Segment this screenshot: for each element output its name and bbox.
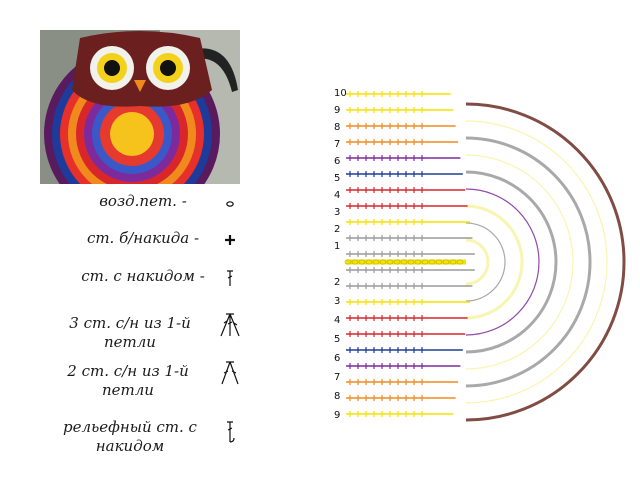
two-dc-one-stitch-icon xyxy=(221,361,239,385)
chart-spoke xyxy=(473,274,556,412)
single-crochet-icon xyxy=(225,235,235,245)
chart-row-arc xyxy=(465,204,524,320)
chart-spoke xyxy=(480,264,639,289)
chart-chain-stitch xyxy=(386,259,394,265)
chart-row-arc xyxy=(465,154,574,370)
double-crochet-icon xyxy=(227,270,233,286)
row-number-label: 2 xyxy=(334,277,340,288)
chart-row-arc xyxy=(465,222,506,302)
row-number-label: 9 xyxy=(334,105,340,116)
chart-spoke xyxy=(469,276,500,434)
legend-row-single-crochet: ст. б/накида - xyxy=(0,227,250,251)
chart-spoke xyxy=(469,92,508,248)
chart-chain-stitch xyxy=(344,259,352,265)
row-number-label: 1 xyxy=(334,241,340,252)
row-number-label: 7 xyxy=(334,372,340,383)
legend-row-two-dc: 2 ст. с/н из 1-й петли xyxy=(0,360,250,404)
chart-chain-stitch xyxy=(400,259,408,265)
legend-label-single-crochet: ст. б/накида - xyxy=(86,229,200,247)
chart-chain-stitch xyxy=(393,259,401,265)
chart-chain-stitch xyxy=(372,259,380,265)
chart-center-row xyxy=(344,259,466,265)
chart-spoke xyxy=(479,185,624,256)
chart-chain-stitch xyxy=(456,259,464,265)
chart-spoke xyxy=(480,259,640,262)
three-dc-one-stitch-icon xyxy=(220,313,240,337)
chart-chain-stitch xyxy=(414,259,422,265)
chart-chain-stitch xyxy=(449,259,457,265)
chart-row-arc xyxy=(465,188,540,336)
chart-row-arc xyxy=(465,238,490,286)
legend-row-relief-dc: рельефный ст. с накидом xyxy=(0,416,250,460)
chart-chain-stitch xyxy=(365,259,373,265)
legend-label-two-dc: 2 ст. с/н из 1-й петли xyxy=(67,362,189,399)
chart-spoke xyxy=(480,229,638,260)
row-number-label: 6 xyxy=(334,156,340,167)
row-number-label: 7 xyxy=(334,139,340,150)
legend-row-three-dc: 3 ст. с/н из 1-й петли xyxy=(0,312,250,356)
row-number-label: 5 xyxy=(334,334,340,345)
chain-icon xyxy=(226,201,234,207)
legend-label-three-dc: 3 ст. с/н из 1-й петли xyxy=(69,314,191,351)
chart-rows xyxy=(465,102,626,422)
chart-chain-stitch xyxy=(421,259,429,265)
chart-spoke xyxy=(468,89,493,248)
chart-stitch-stacks xyxy=(346,91,475,417)
chart-spoke xyxy=(478,172,616,255)
chart-spoke xyxy=(479,268,626,333)
chart-spoke xyxy=(480,265,636,304)
legend-label-relief-dc: рельефный ст. с накидом xyxy=(63,418,197,455)
chart-row-arc xyxy=(465,136,592,388)
chart-chain-stitch xyxy=(428,259,436,265)
chart-row-arc xyxy=(465,170,558,354)
chart-chain-stitch xyxy=(435,259,443,265)
legend-label-double-crochet: ст. с накидом - xyxy=(81,267,205,285)
row-number-label: 9 xyxy=(334,410,340,421)
chart-spoke xyxy=(472,275,543,420)
chart-chain-stitch xyxy=(407,259,415,265)
row-number-label: 4 xyxy=(334,190,340,201)
chart-spoke xyxy=(477,147,599,253)
row-number-label: 3 xyxy=(334,207,340,218)
row-number-label: 3 xyxy=(334,296,340,307)
owl-photo xyxy=(40,30,240,184)
row-number-label: 2 xyxy=(334,224,340,235)
chart-spoke xyxy=(472,102,537,249)
legend-label-chain: возд.пет. - xyxy=(99,192,187,210)
chart-row-arc xyxy=(465,102,626,422)
legend-row-chain: возд.пет. - xyxy=(0,190,250,214)
row-number-label: 4 xyxy=(334,315,340,326)
chart-row-numbers: 10 9 8 7 6 5 4 3 2 1 2 3 4 5 6 7 8 9 xyxy=(334,88,347,421)
row-number-label: 5 xyxy=(334,173,340,184)
relief-dc-icon xyxy=(227,421,235,443)
chart-chain-stitch xyxy=(379,259,387,265)
legend-row-double-crochet: ст. с накидом - xyxy=(0,265,250,289)
row-number-label: 6 xyxy=(334,353,340,364)
chart-spoke xyxy=(475,273,581,395)
chart-chain-stitch xyxy=(442,259,450,265)
chart-row-arc xyxy=(465,120,608,404)
chart-spoke xyxy=(475,126,576,251)
chart-spoke xyxy=(477,271,602,372)
chart-chain-stitch xyxy=(351,259,359,265)
row-number-label: 8 xyxy=(334,122,340,133)
row-number-label: 10 xyxy=(334,88,347,99)
row-number-label: 8 xyxy=(334,391,340,402)
chart-chain-stitch xyxy=(358,259,366,265)
crochet-chart: 10 9 8 7 6 5 4 3 2 1 2 3 4 5 6 7 8 9 xyxy=(334,88,640,434)
